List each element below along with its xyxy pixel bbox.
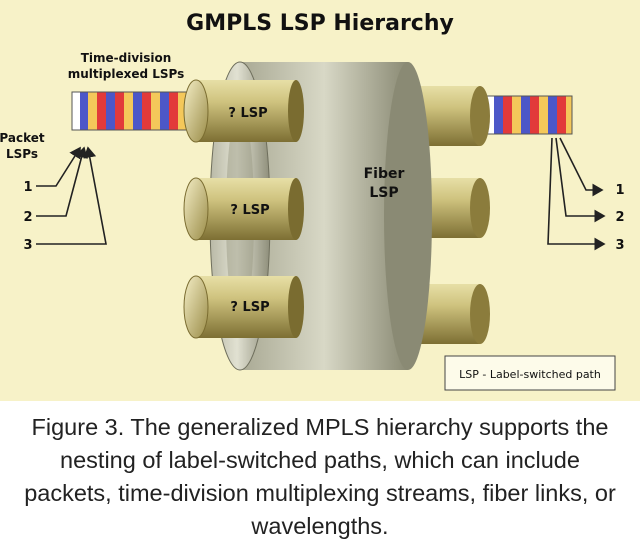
lambda-label-2: ? LSP <box>230 203 269 218</box>
tdm-label-line1: Time-division <box>81 51 172 65</box>
packet-number-right-2: 2 <box>615 210 624 225</box>
lambda-tube-2 <box>183 177 304 241</box>
tdm-stripes-left <box>71 91 188 131</box>
packet-number-left-1: 1 <box>23 180 32 195</box>
packet-lines-left <box>36 146 107 245</box>
packet-label-line2: LSPs <box>6 147 38 161</box>
fiber-label-line2: LSP <box>369 185 398 201</box>
packet-number-left-2: 2 <box>23 210 32 225</box>
packet-number-left-3: 3 <box>23 238 32 253</box>
figure-caption-area: Figure 3. The generalized MPLS hierarchy… <box>0 401 640 557</box>
gmpls-diagram: GMPLS LSP Hierarchy Time-division multip… <box>0 11 625 391</box>
tdm-stripes-right <box>477 95 573 135</box>
packet-number-right-1: 1 <box>615 183 624 198</box>
legend-text: LSP - Label-switched path <box>459 368 601 381</box>
lambda-tube-3 <box>183 275 304 339</box>
packet-number-right-3: 3 <box>615 238 624 253</box>
lambda-label-3: ? LSP <box>230 300 269 315</box>
lambda-tube-1 <box>183 79 304 143</box>
diagram-title: GMPLS LSP Hierarchy <box>186 11 454 36</box>
fiber-label-line1: Fiber <box>364 166 405 182</box>
legend-box <box>444 355 616 391</box>
figure-caption: Figure 3. The generalized MPLS hierarchy… <box>24 414 616 539</box>
packet-label-line1: Packet <box>0 131 45 145</box>
packet-lines-right <box>547 137 606 251</box>
tdm-label-line2: multiplexed LSPs <box>68 67 185 81</box>
lambda-label-1: ? LSP <box>228 106 267 121</box>
